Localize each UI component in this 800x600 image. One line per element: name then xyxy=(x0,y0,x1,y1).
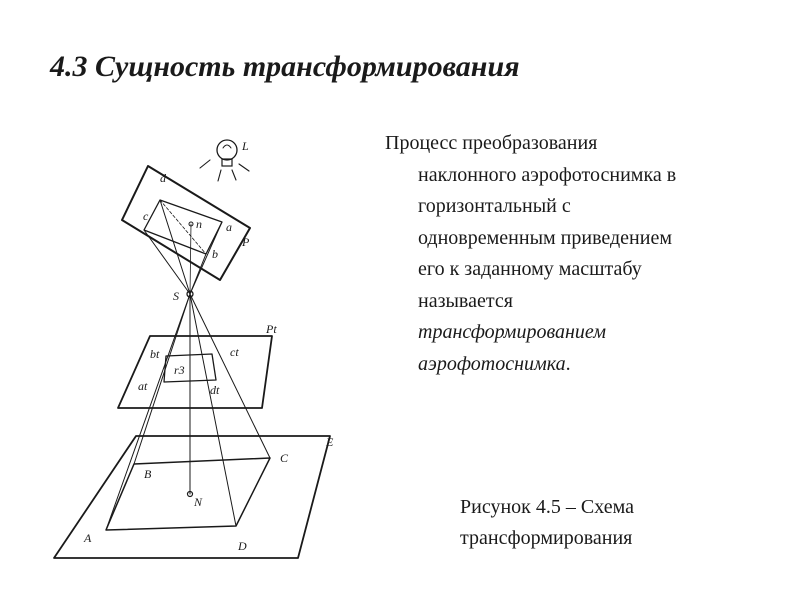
caption-line: трансформирования xyxy=(460,527,633,549)
label-plane-t: Pt xyxy=(265,322,277,336)
label-photo-plane: P xyxy=(241,235,250,249)
definition-line: его к заданному масштабу xyxy=(418,258,642,280)
definition-line: называется xyxy=(418,289,513,312)
label-photo-d: d xyxy=(160,171,167,185)
definition-term-line: аэрофотоснимка. xyxy=(385,349,780,381)
label-ground-b: B xyxy=(144,467,152,481)
definition-text: Процесс преобразования наклонного аэрофо… xyxy=(385,128,780,380)
label-ground-d: D xyxy=(237,539,247,553)
label-ground-n: N xyxy=(193,495,203,509)
transformed-plane-outline xyxy=(117,335,273,409)
definition-term-end: . xyxy=(565,352,571,375)
label-ground-plane: E xyxy=(325,435,334,449)
definition-line: наклонного аэрофотоснимка в xyxy=(418,163,677,186)
ground-plane-outline xyxy=(53,435,331,559)
photo-plane-outline xyxy=(121,165,251,281)
ray-ground-d xyxy=(189,293,237,527)
slide-title: 4.3 Сущность трансформирования xyxy=(50,50,520,83)
label-center: S xyxy=(173,289,179,303)
ray-photo-1 xyxy=(159,199,191,295)
label-t-c: ct xyxy=(230,345,239,359)
transformed-frame xyxy=(163,353,217,383)
label-t-a: at xyxy=(138,379,148,393)
photo-diagonal xyxy=(159,199,207,255)
figure-caption: Рисунок 4.5 – Схема трансформирования xyxy=(460,492,780,554)
ray-photo-3 xyxy=(189,253,207,295)
ray-photo-4 xyxy=(143,229,191,295)
label-t-d: dt xyxy=(210,383,220,397)
transformation-scheme-figure: L d c n a b P S Pt bt ct at dt r3 E B xyxy=(40,118,370,578)
definition-line: одновременным приведением xyxy=(418,226,672,249)
label-ground-a: A xyxy=(83,531,92,545)
ray-photo-center xyxy=(189,223,192,295)
label-photo-c: c xyxy=(143,209,149,223)
caption-line: Рисунок 4.5 – Схема xyxy=(460,496,634,518)
transformation-scheme-drawing: L d c n a b P S Pt bt ct at dt r3 E B xyxy=(53,139,334,559)
label-t-r: r3 xyxy=(174,363,185,377)
lamp-icon xyxy=(199,139,250,182)
label-ground-c: C xyxy=(280,451,289,465)
ray-ground-b xyxy=(133,293,191,465)
label-t-b: bt xyxy=(150,347,160,361)
ray-ground-a xyxy=(105,293,191,531)
label-light: L xyxy=(241,139,249,153)
label-photo-a: a xyxy=(226,220,232,234)
label-photo-b: b xyxy=(212,247,218,261)
definition-line: горизонтальный с xyxy=(418,195,571,217)
definition-term: трансформированием xyxy=(418,321,607,343)
label-photo-n: n xyxy=(196,217,202,231)
ray-ground-c xyxy=(189,293,271,459)
definition-line: Процесс преобразования xyxy=(385,132,598,154)
definition-term: аэрофотоснимка xyxy=(418,352,566,375)
